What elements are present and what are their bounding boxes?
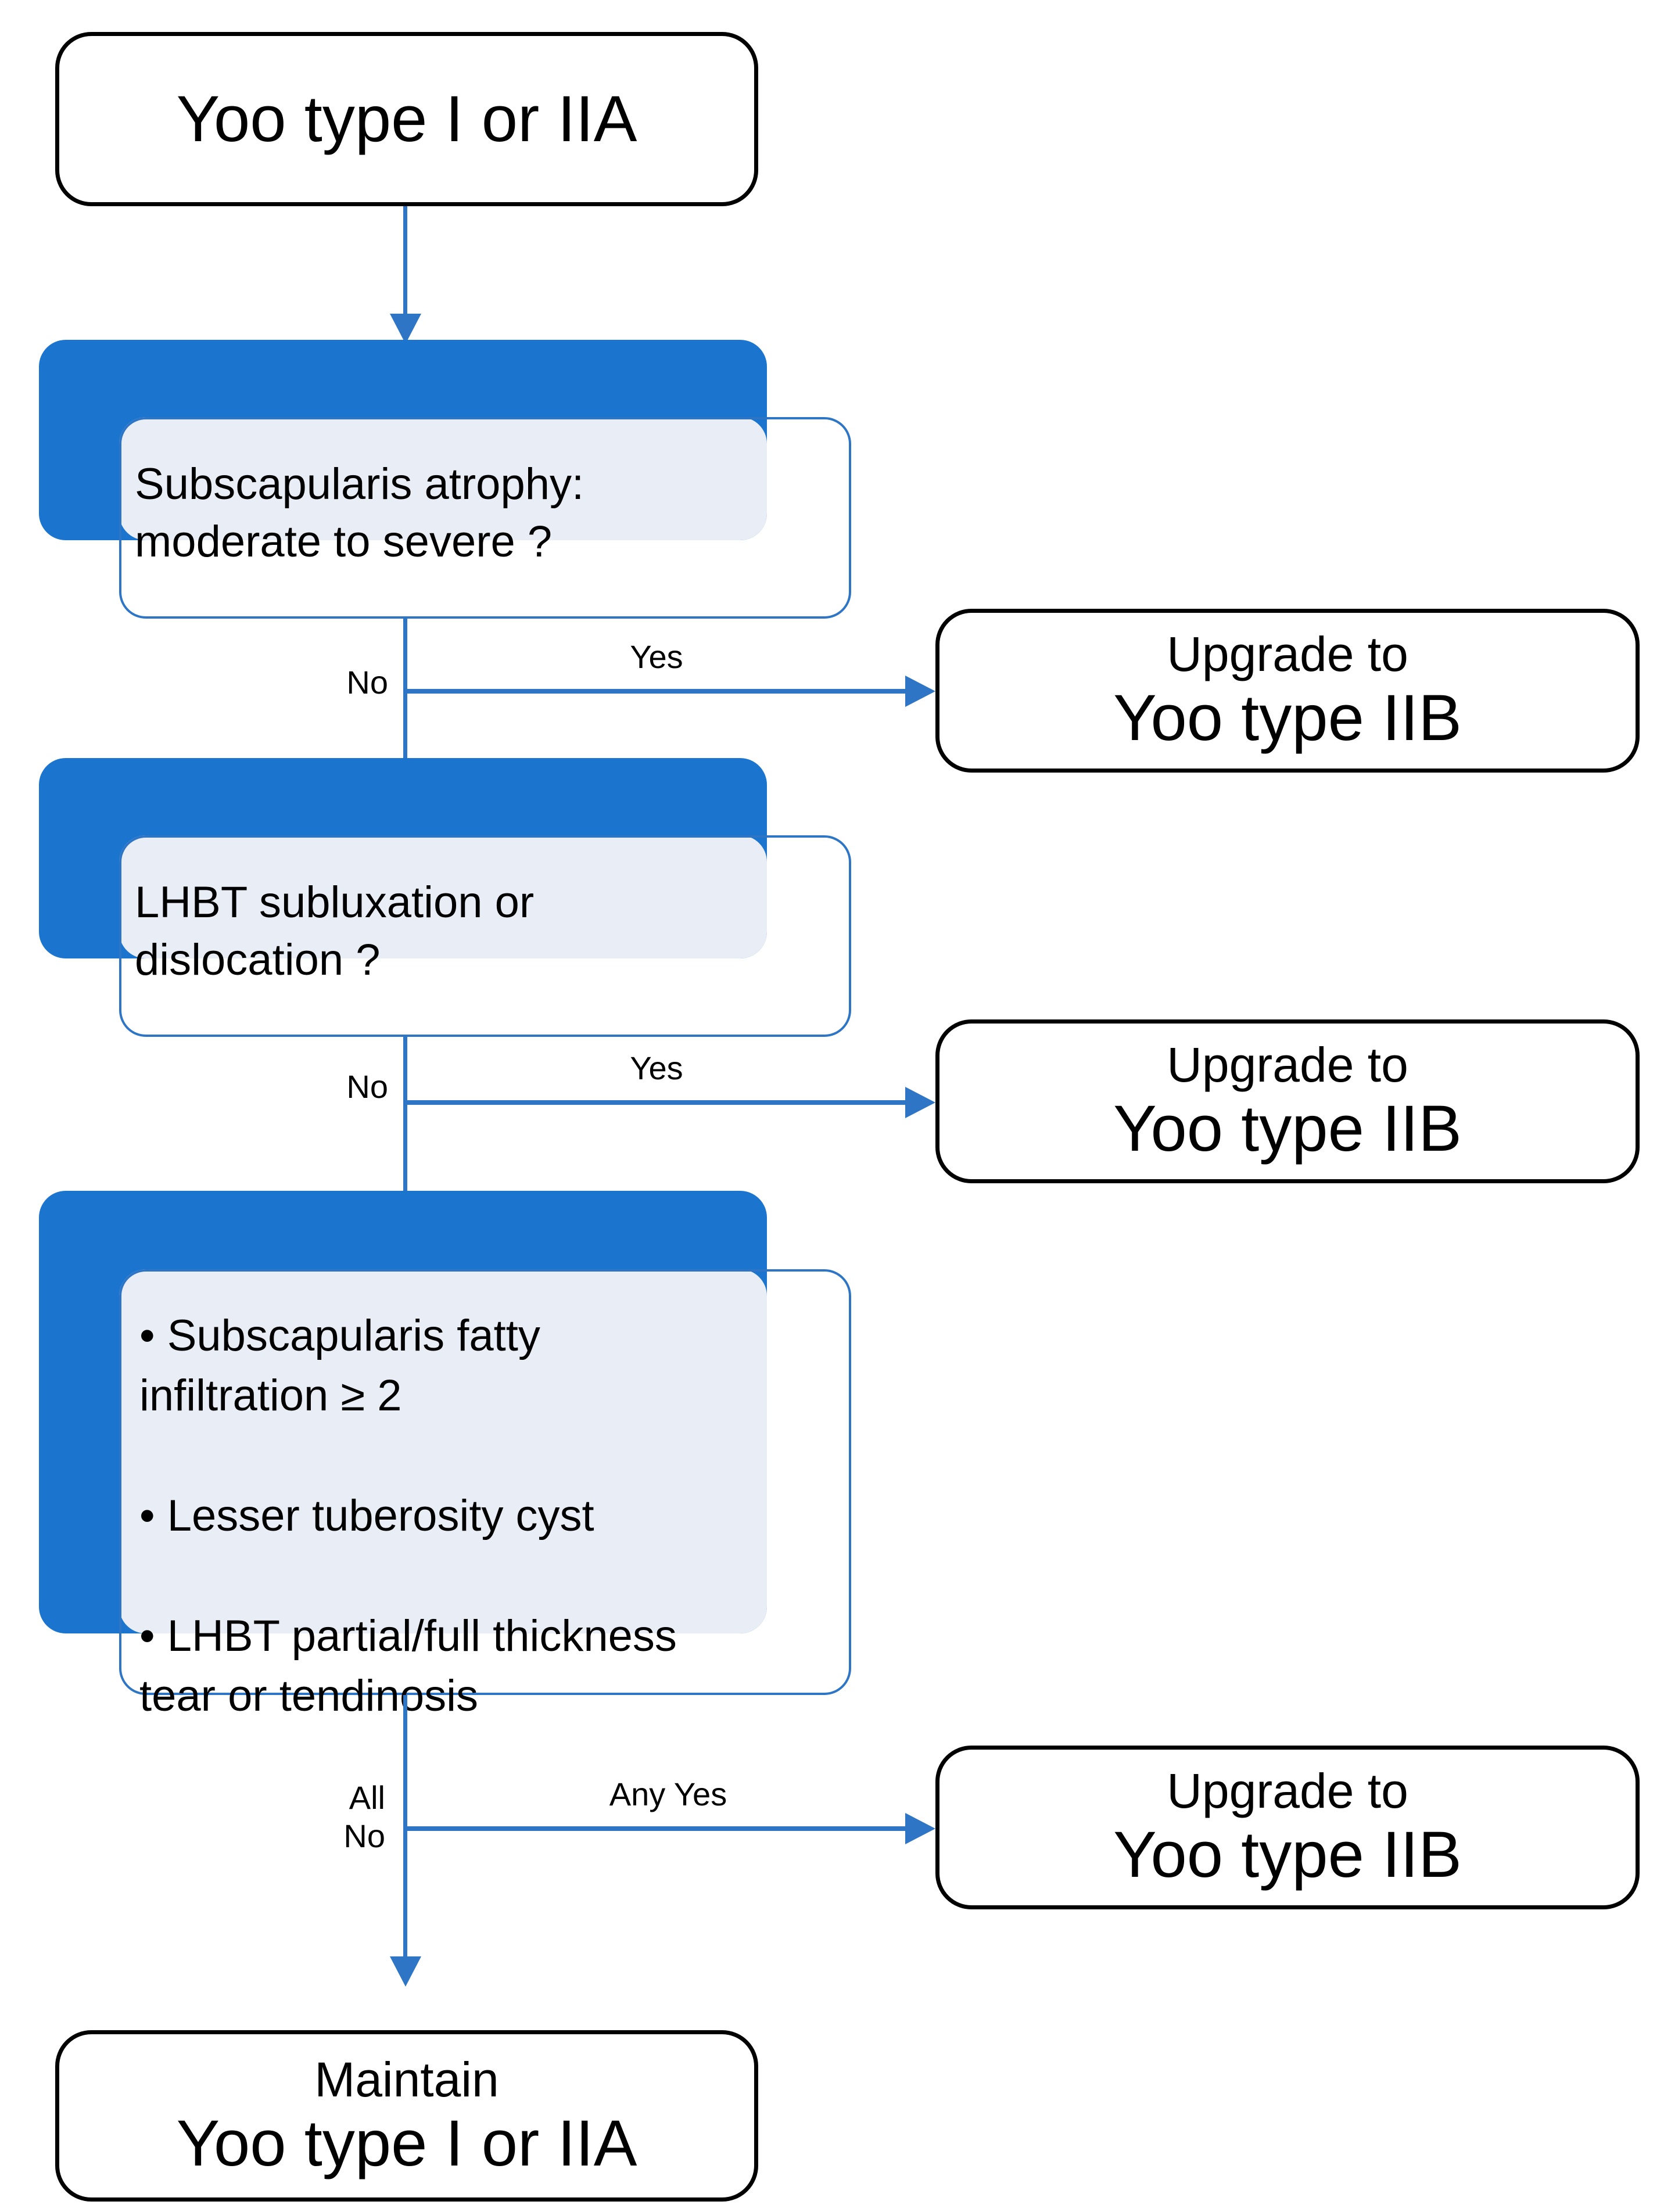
decision3-text: • Subscapularis fatty infiltration ≥ 2 •… xyxy=(139,1311,677,1721)
connector-start-to-decision1 xyxy=(403,206,407,319)
decision2-no-label: No xyxy=(346,1068,388,1105)
end-node-line1: Maintain xyxy=(314,2052,499,2107)
outcome-upgrade-3-line1: Upgrade to xyxy=(1167,1764,1408,1819)
end-node: Maintain Yoo type I or IIA xyxy=(55,2030,758,2202)
outcome-upgrade-2-line2: Yoo type IIB xyxy=(1113,1092,1462,1165)
decision1-text: Subscapularis atrophy: moderate to sever… xyxy=(135,459,584,566)
decision2-yes-label: Yes xyxy=(630,1050,683,1086)
decision1-no-label: No xyxy=(346,664,388,701)
decision3-pale-fill xyxy=(119,1269,767,1633)
connector-decision2-yes xyxy=(403,1100,908,1105)
outcome-upgrade-1: Upgrade to Yoo type IIB xyxy=(935,609,1640,773)
outcome-upgrade-1-line1: Upgrade to xyxy=(1167,627,1408,682)
connector-decision2-no xyxy=(403,1037,407,1194)
decision3-box[interactable] xyxy=(119,1269,851,1695)
decision1-pale-fill xyxy=(119,417,767,540)
start-node-label: Yoo type I or IIA xyxy=(176,82,637,156)
connector-decision3-anyyes xyxy=(403,1826,908,1831)
arrow-start-to-decision1 xyxy=(390,314,421,344)
decision2-text: LHBT subluxation or dislocation ? xyxy=(135,878,535,985)
arrow-decision3-anyyes xyxy=(905,1813,935,1844)
decision2-box[interactable] xyxy=(119,835,851,1037)
arrow-decision3-allno xyxy=(390,1956,421,1987)
arrow-decision2-yes xyxy=(905,1087,935,1118)
start-node: Yoo type I or IIA xyxy=(55,32,758,206)
decision2-pale-fill xyxy=(119,835,767,958)
end-node-line2: Yoo type I or IIA xyxy=(176,2106,637,2179)
arrow-decision1-yes xyxy=(905,676,935,707)
decision3-yes-label: Any Yes xyxy=(609,1776,727,1812)
outcome-upgrade-1-line2: Yoo type IIB xyxy=(1113,681,1462,755)
outcome-upgrade-2: Upgrade to Yoo type IIB xyxy=(935,1019,1640,1183)
decision1-box[interactable] xyxy=(119,417,851,619)
outcome-upgrade-2-line1: Upgrade to xyxy=(1167,1037,1408,1093)
outcome-upgrade-3-line2: Yoo type IIB xyxy=(1113,1818,1462,1891)
outcome-upgrade-3: Upgrade to Yoo type IIB xyxy=(935,1746,1640,1909)
connector-decision1-yes xyxy=(403,689,908,694)
decision3-no-label: All No xyxy=(343,1779,385,1855)
decision1-yes-label: Yes xyxy=(630,638,683,675)
